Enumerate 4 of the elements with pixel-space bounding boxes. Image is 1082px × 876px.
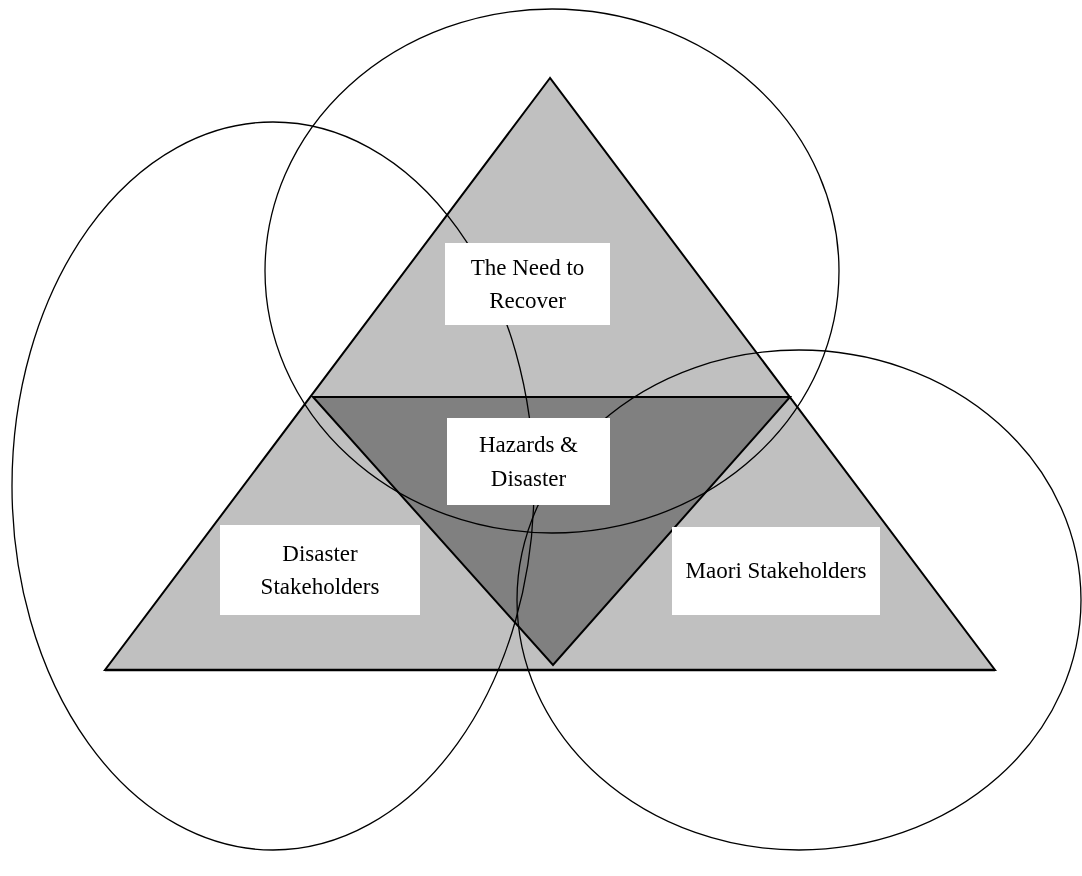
label-box: Maori Stakeholders (672, 527, 880, 615)
label-box: The Need to Recover (445, 243, 610, 325)
label-box: Disaster Stakeholders (220, 525, 420, 615)
label-box: Hazards & Disaster (447, 418, 610, 505)
